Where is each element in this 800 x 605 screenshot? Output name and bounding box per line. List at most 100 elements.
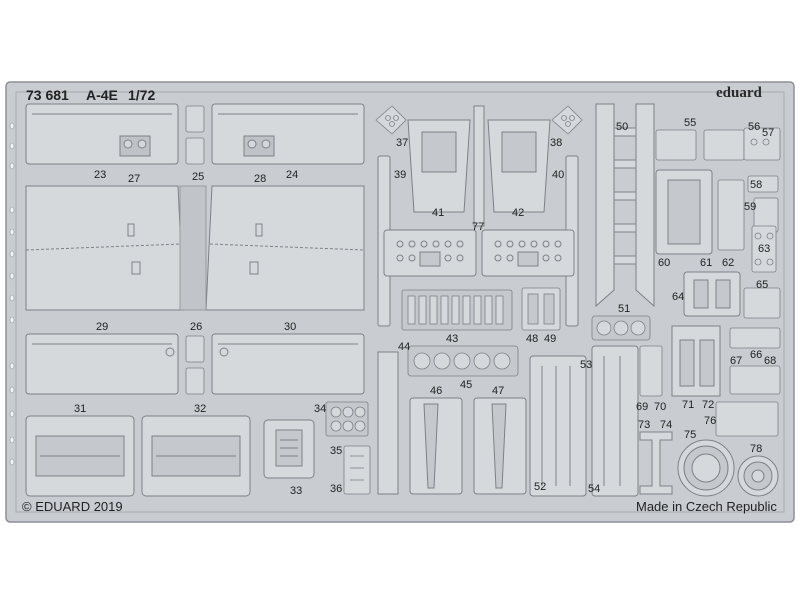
part-41 (407, 119, 471, 213)
part-number-label: 64 (672, 291, 685, 303)
part-number-label: 54 (588, 483, 601, 495)
part-23-27-flap (25, 103, 179, 165)
part-number-label: 26 (190, 321, 203, 333)
part-number-label: 37 (396, 137, 409, 149)
part-76 (715, 401, 779, 437)
part-number-label: 39 (394, 169, 407, 181)
part-31-panel (25, 415, 135, 497)
part-number-label: 44 (398, 341, 411, 353)
part-62-grid (717, 179, 745, 251)
part-32-panel (141, 415, 251, 497)
part-number-label: 68 (764, 355, 777, 367)
part-number-label: 52 (534, 481, 547, 493)
part-number-label: 55 (684, 117, 697, 129)
part-71-72 (671, 325, 721, 397)
part-number-label: 67 (730, 355, 743, 367)
part-number-label: 33 (290, 485, 303, 497)
scale-label: 1/72 (128, 87, 156, 103)
part-number-label: 72 (702, 399, 715, 411)
part-number-label: 25 (192, 171, 205, 183)
part-37 (375, 105, 407, 135)
part-64 (683, 271, 741, 317)
wing-flap-right (205, 185, 365, 311)
part-number-label: 61 (700, 257, 713, 269)
part-number-label: 56 (748, 121, 761, 133)
part-number-label: 71 (682, 399, 695, 411)
part-52-53 (529, 355, 587, 497)
part-number-label: 78 (750, 443, 763, 455)
part-65 (743, 287, 781, 319)
part-46 (409, 397, 463, 495)
part-number-label: 63 (758, 243, 771, 255)
part-number-label: 35 (330, 445, 343, 457)
part-number-label: 66 (750, 349, 763, 361)
part-63 (751, 225, 777, 273)
left-edge-holes (9, 122, 15, 466)
part-number-label: 28 (254, 173, 267, 185)
part-75-disc (677, 439, 735, 497)
part-54 (591, 345, 639, 497)
part-43-tabs (401, 289, 513, 331)
part-69-70 (639, 345, 663, 397)
brand-logo-text: eduard (716, 85, 762, 101)
part-56-57 (743, 127, 781, 161)
part-number-label: 27 (128, 173, 141, 185)
part-48-49 (521, 287, 561, 331)
wing-flap-left (25, 185, 185, 311)
model-name: A-4E (86, 87, 118, 103)
part-33 (263, 419, 315, 479)
part-number-label: 69 (636, 401, 649, 413)
part-number-label: 30 (284, 321, 297, 333)
part-30-flap (211, 333, 365, 395)
part-58-59 (747, 175, 779, 233)
part-number-label: 50 (616, 121, 629, 133)
part-number-label: 53 (580, 359, 593, 371)
part-number-label: 76 (704, 415, 717, 427)
part-77-strip (473, 105, 485, 227)
part-number-label: 51 (618, 303, 631, 315)
part-66-67-68 (729, 327, 781, 395)
part-number-label: 38 (550, 137, 563, 149)
instrument-panel-left (383, 229, 477, 277)
origin-text: Made in Czech Republic (636, 499, 777, 514)
part-number-label: 32 (194, 403, 207, 415)
fret-inner-border (15, 91, 785, 513)
part-34-discs (325, 401, 369, 437)
part-38 (551, 105, 583, 135)
part-25-small-parts (185, 105, 205, 165)
part-50-ladder (595, 103, 655, 308)
part-number-label: 40 (552, 169, 565, 181)
part-number-label: 46 (430, 385, 443, 397)
copyright-text: © EDUARD 2019 (22, 499, 123, 514)
part-number-label: 48 (526, 333, 539, 345)
part-29-flap (25, 333, 179, 395)
part-73-74 (639, 431, 673, 495)
wing-flap-center-divider (179, 185, 207, 311)
part-number-label: 34 (314, 403, 327, 415)
part-number-label: 75 (684, 429, 697, 441)
part-number-label: 62 (722, 257, 735, 269)
part-number-label: 47 (492, 385, 505, 397)
part-number-label: 42 (512, 207, 525, 219)
part-number-label: 24 (286, 169, 299, 181)
instrument-panel-right (481, 229, 575, 277)
part-number-label: 29 (96, 321, 109, 333)
part-number-label: 57 (762, 127, 775, 139)
part-number-label: 60 (658, 257, 671, 269)
part-42 (487, 119, 551, 213)
part-78-disc (737, 455, 779, 497)
part-number-label: 41 (432, 207, 445, 219)
part-number-label: 43 (446, 333, 459, 345)
part-number-label: 77 (472, 221, 485, 233)
part-47 (473, 397, 527, 495)
part-number-label: 23 (94, 169, 107, 181)
part-45-row (407, 345, 519, 377)
part-number-label: 73 (638, 419, 651, 431)
part-26-small-parts (185, 335, 205, 395)
part-number-label: 36 (330, 483, 343, 495)
part-number-label: 74 (660, 419, 673, 431)
part-number-label: 31 (74, 403, 87, 415)
part-number-label: 65 (756, 279, 769, 291)
